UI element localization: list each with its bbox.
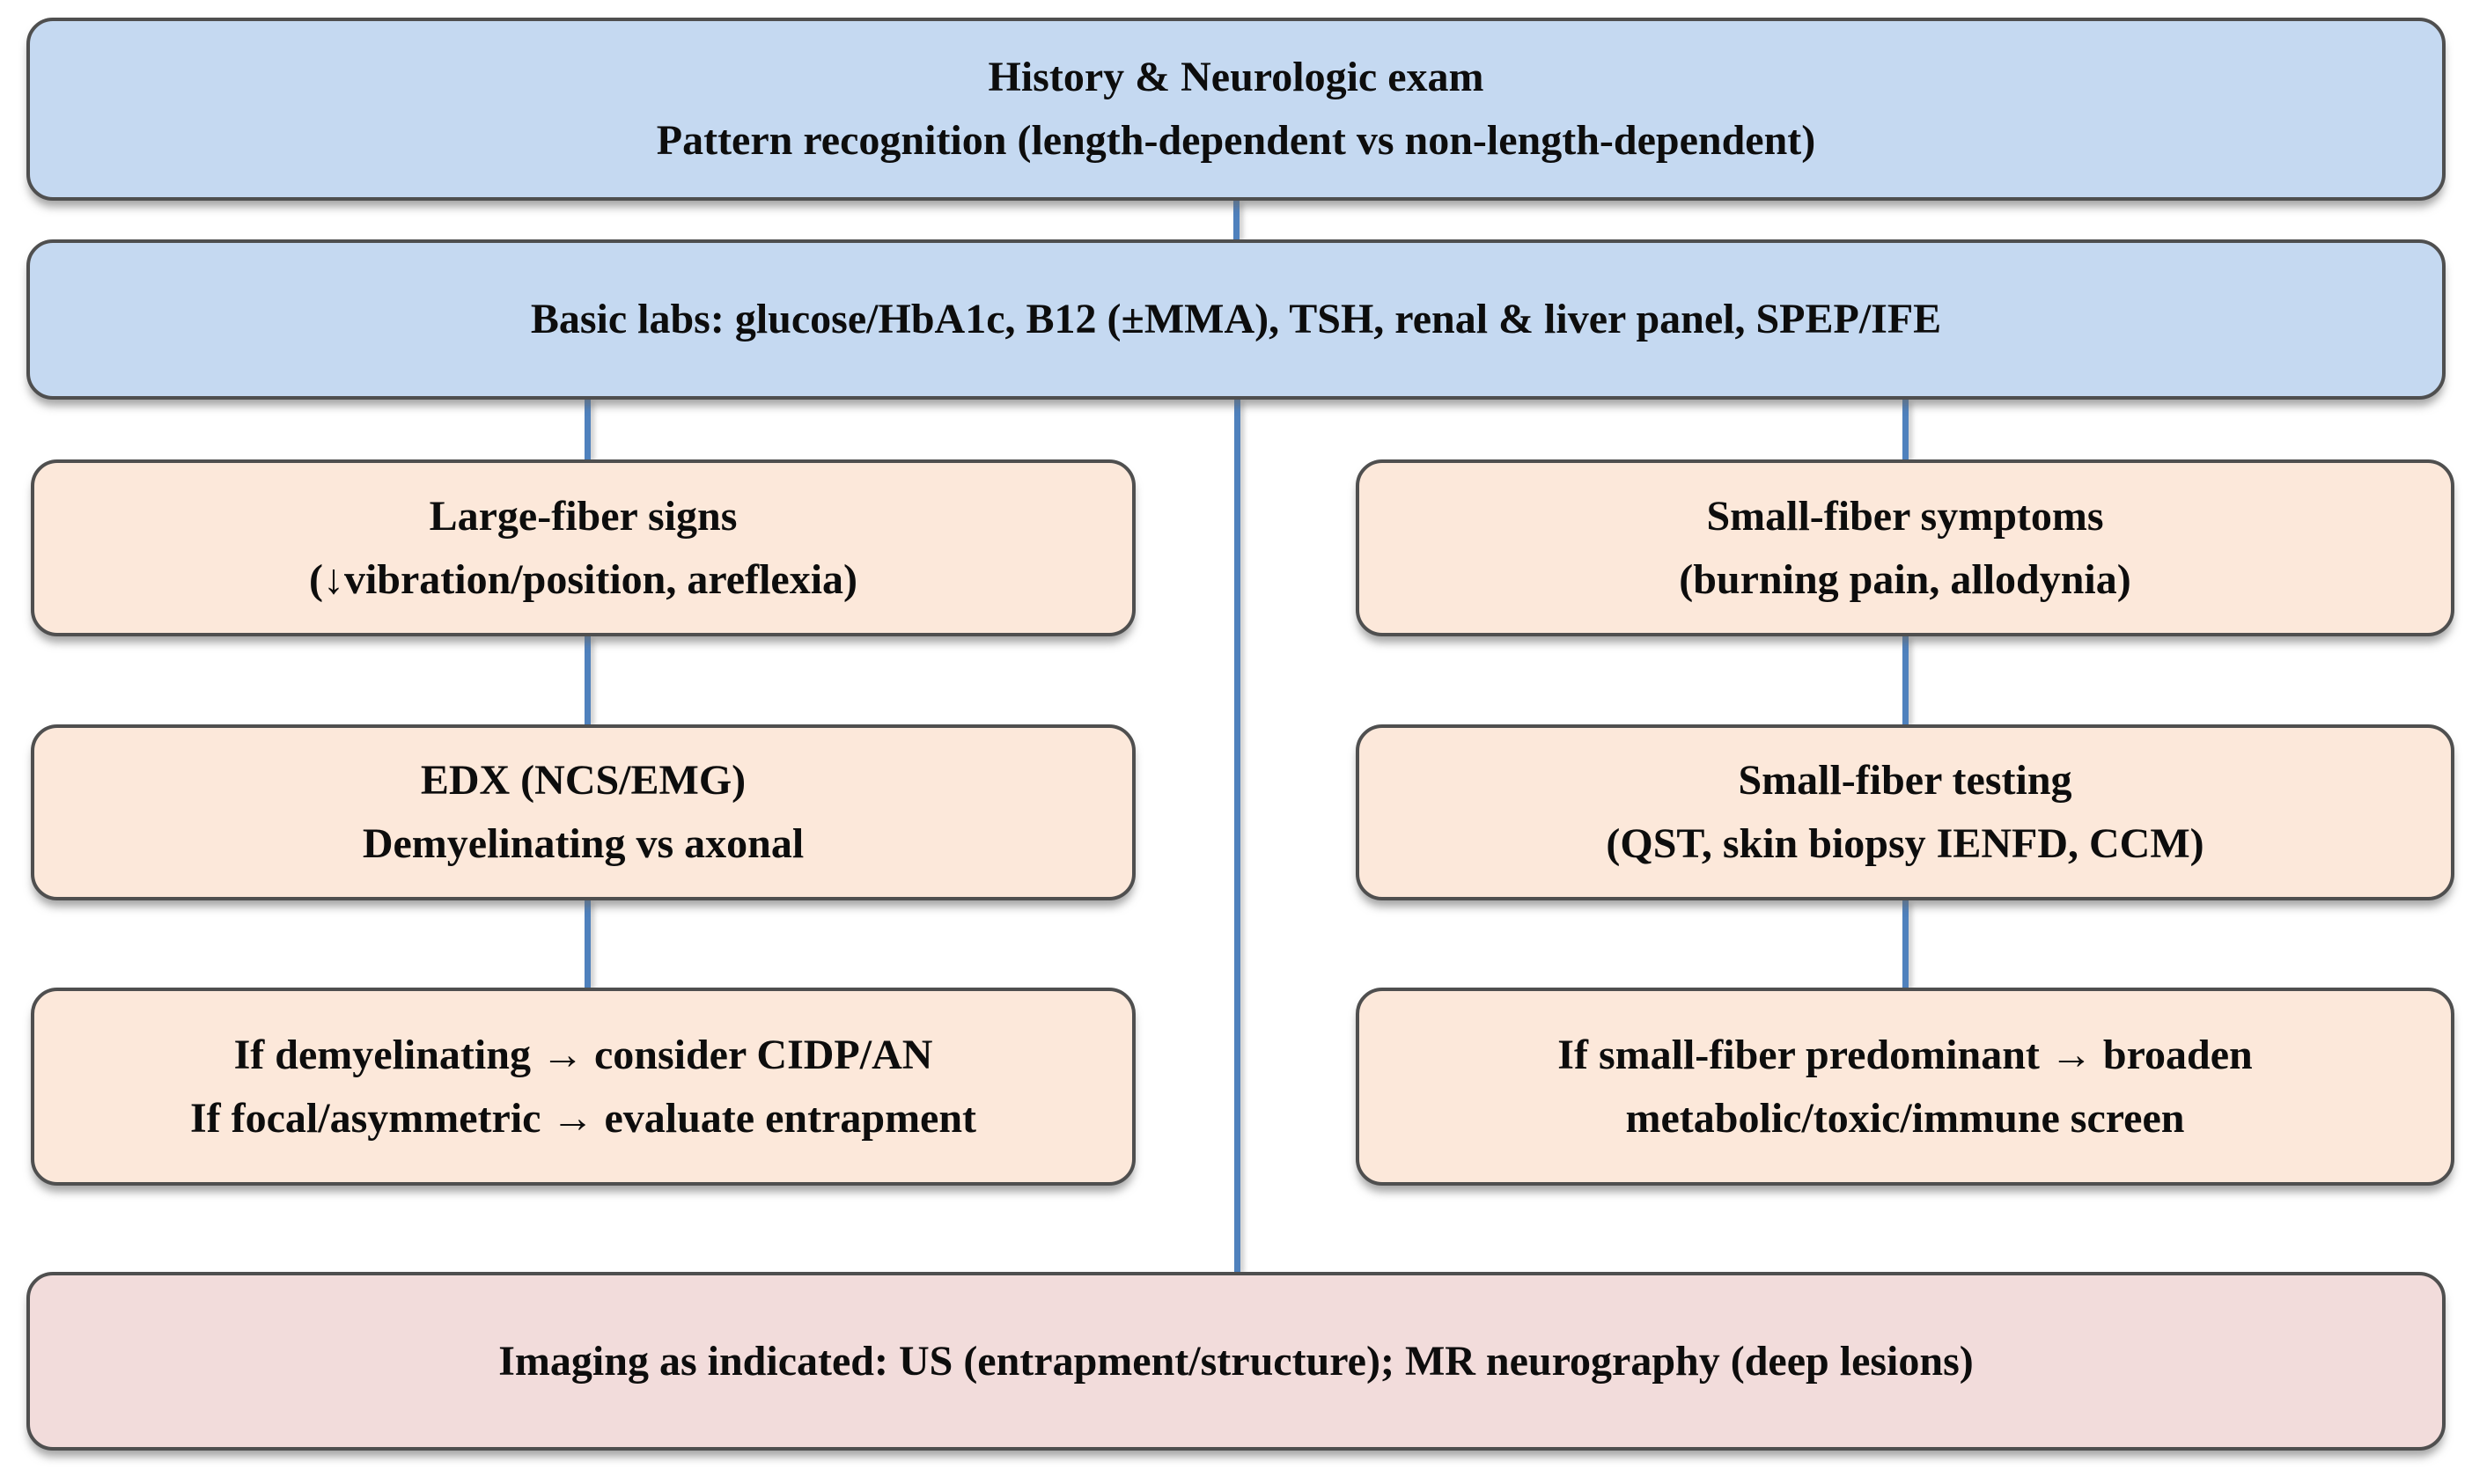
- node-edx-line2: Demyelinating vs axonal: [362, 820, 805, 867]
- node-small-fiber-symptoms: Small-fiber symptoms (burning pain, allo…: [1356, 459, 2454, 636]
- node-small-fiber-testing-line2: (QST, skin biopsy IENFD, CCM): [1606, 820, 2204, 867]
- node-history-exam-line2: Pattern recognition (length-dependent vs…: [656, 117, 1816, 164]
- connector-labs-to-small-fiber: [1902, 400, 1909, 459]
- connector-testing-to-small-fiber-branch: [1902, 900, 1909, 988]
- connector-labs-to-large-fiber: [585, 400, 591, 459]
- node-history-exam-line1: History & Neurologic exam: [988, 54, 1484, 100]
- node-small-fiber-testing-line1: Small-fiber testing: [1738, 757, 2072, 804]
- node-basic-labs: Basic labs: glucose/HbA1c, B12 (±MMA), T…: [26, 239, 2446, 400]
- node-small-fiber-symptoms-line1: Small-fiber symptoms: [1706, 492, 2104, 540]
- node-small-fiber-testing: Small-fiber testing (QST, skin biopsy IE…: [1356, 724, 2454, 900]
- node-history-exam: History & Neurologic exam Pattern recogn…: [26, 18, 2446, 201]
- node-edx-line1: EDX (NCS/EMG): [420, 757, 747, 804]
- node-imaging-line1: Imaging as indicated: US (entrapment/str…: [498, 1337, 1974, 1385]
- node-basic-labs-line1: Basic labs: glucose/HbA1c, B12 (±MMA), T…: [530, 296, 1942, 342]
- node-large-fiber-signs: Large-fiber signs (↓vibration/position, …: [31, 459, 1136, 636]
- node-imaging: Imaging as indicated: US (entrapment/str…: [26, 1272, 2446, 1451]
- node-demyelinating-branch-line1: If demyelinating → consider CIDP/AN: [233, 1031, 933, 1078]
- node-small-fiber-branch-line2: metabolic/toxic/immune screen: [1625, 1094, 2185, 1142]
- connector-symptoms-to-testing: [1902, 636, 1909, 724]
- node-edx: EDX (NCS/EMG) Demyelinating vs axonal: [31, 724, 1136, 900]
- connector-history-to-labs: [1233, 201, 1240, 239]
- node-demyelinating-branch: If demyelinating → consider CIDP/AN If f…: [31, 988, 1136, 1186]
- node-small-fiber-branch: If small-fiber predominant → broaden met…: [1356, 988, 2454, 1186]
- node-demyelinating-branch-line2: If focal/asymmetric → evaluate entrapmen…: [189, 1094, 977, 1142]
- connector-large-fiber-to-edx: [585, 636, 591, 724]
- node-large-fiber-signs-line2: (↓vibration/position, areflexia): [308, 555, 858, 603]
- connector-labs-to-imaging-center: [1234, 400, 1240, 1272]
- node-large-fiber-signs-line1: Large-fiber signs: [429, 492, 738, 540]
- connector-edx-to-demyelinating-branch: [585, 900, 591, 988]
- node-small-fiber-branch-line1: If small-fiber predominant → broaden: [1557, 1031, 2253, 1078]
- node-small-fiber-symptoms-line2: (burning pain, allodynia): [1679, 555, 2131, 603]
